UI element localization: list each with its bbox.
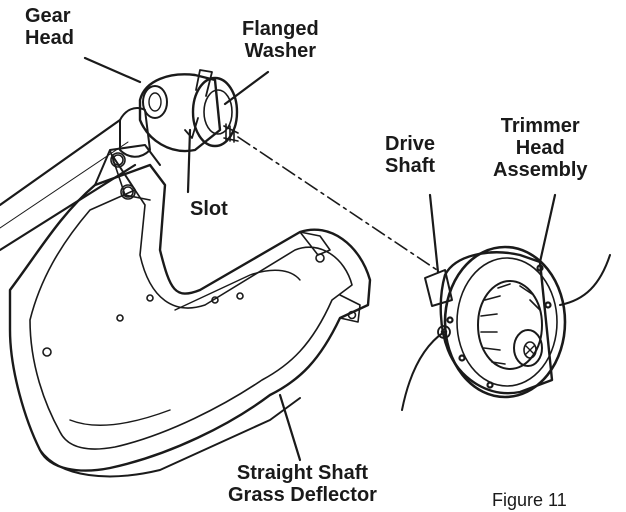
label-flanged-washer-line1: Flanged bbox=[242, 18, 319, 40]
label-flanged-washer-line2: Washer bbox=[244, 40, 317, 62]
label-gear-head-line2: Head bbox=[25, 27, 74, 49]
leader-lines bbox=[83, 56, 557, 462]
label-grass-deflector-line1: Straight Shaft bbox=[236, 462, 369, 484]
alignment-line bbox=[237, 136, 441, 273]
trimmer-line-right bbox=[559, 254, 611, 306]
label-grass-deflector-line2: Grass Deflector bbox=[228, 484, 377, 506]
deflector-rivets bbox=[42, 154, 357, 357]
grass-deflector bbox=[8, 144, 372, 478]
trimmer-head-assembly bbox=[424, 245, 567, 399]
flanged-washer bbox=[184, 69, 239, 148]
label-grass-deflector: Straight Shaft Grass Deflector bbox=[228, 462, 377, 506]
shaft-tube bbox=[0, 118, 137, 252]
label-gear-head: Gear Head bbox=[25, 5, 74, 49]
label-drive-shaft-line1: Drive bbox=[385, 133, 436, 155]
gear-head bbox=[110, 73, 222, 200]
label-gear-head-line1: Gear bbox=[25, 5, 71, 27]
trimmer-line-left bbox=[401, 331, 445, 411]
label-flanged-washer: Flanged Washer bbox=[242, 18, 319, 62]
label-drive-shaft-line2: Shaft bbox=[385, 155, 436, 177]
label-trimmer-head-line3: Assembly bbox=[493, 159, 588, 181]
label-slot: Slot bbox=[190, 198, 228, 220]
label-trimmer-head-line1: Trimmer bbox=[500, 115, 580, 137]
threaded-stub bbox=[223, 123, 239, 143]
label-trimmer-head-assembly: Trimmer Head Assembly bbox=[493, 115, 588, 181]
figure-caption: Figure 11 bbox=[492, 490, 567, 510]
label-drive-shaft: Drive Shaft bbox=[385, 133, 435, 177]
label-trimmer-head-line2: Head bbox=[515, 137, 565, 159]
label-slot-text: Slot bbox=[190, 198, 228, 220]
